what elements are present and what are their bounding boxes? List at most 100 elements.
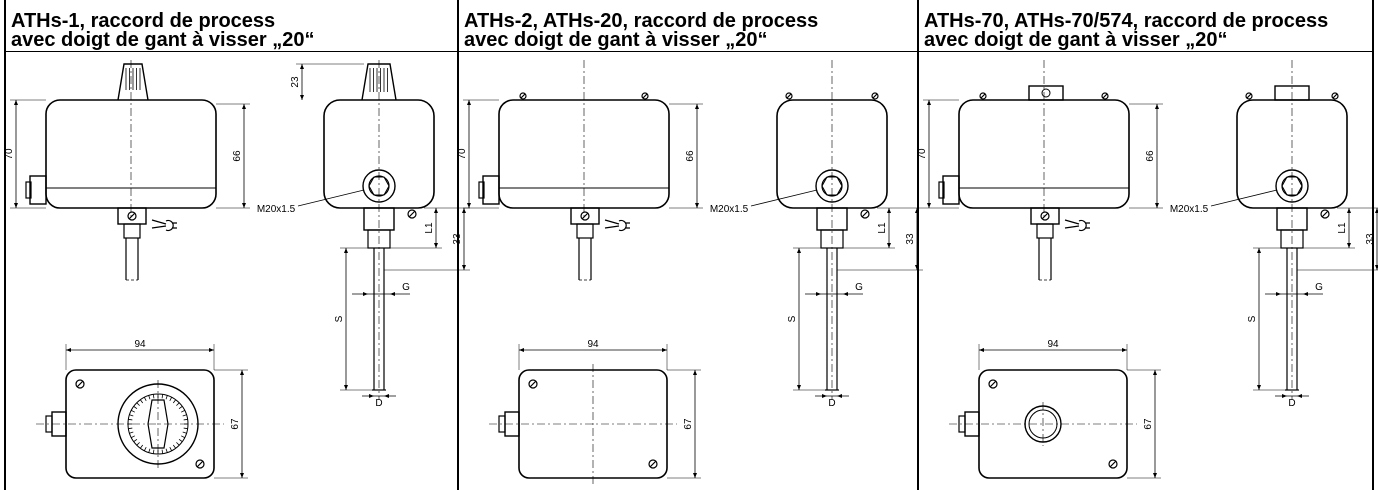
wrench-shape [604, 219, 630, 232]
dim-s-label: S [1247, 315, 1258, 322]
panel-aths-2: ATHs-2, ATHs-20, raccord de process avec… [457, 0, 923, 490]
dimension-arrow [693, 473, 697, 478]
thread [123, 223, 141, 239]
title-line-1: ATHs-70, ATHs-70/574, raccord de process [924, 10, 1329, 32]
dim-33-label: 33 [452, 233, 463, 245]
dimension-arrow [1153, 370, 1157, 375]
screw-icon [407, 209, 417, 219]
screw-icon [785, 92, 793, 100]
screw-slot [861, 210, 869, 218]
title-line-2: avec doigt de gant à visser „20“ [464, 29, 768, 51]
gland-hex [1281, 176, 1303, 196]
screw-icon [528, 379, 538, 389]
title-line-1: ATHs-2, ATHs-20, raccord de process [464, 10, 819, 32]
cable-gland [482, 175, 500, 205]
dial-tick [136, 442, 140, 446]
dimension-arrow [927, 203, 931, 208]
dimension-arrow [462, 208, 466, 213]
dimension-arrow [1375, 265, 1378, 270]
dimension-arrow [242, 104, 246, 109]
screw-slot [408, 210, 416, 218]
dimension-arrow [822, 394, 827, 398]
dial-tick [169, 446, 172, 451]
panel-aths-70: ATHs-70, ATHs-70/574, raccord de process… [917, 0, 1378, 490]
dial-tick [182, 414, 187, 417]
dimension-arrow [1375, 208, 1378, 213]
thread [1036, 223, 1054, 239]
dial-tick [183, 418, 188, 421]
screw-slot [1102, 93, 1108, 99]
screw-slot [128, 212, 136, 220]
dial-tick [148, 448, 151, 453]
dimension-arrow [1297, 394, 1302, 398]
dial-tick [161, 394, 164, 399]
cable-gland [942, 175, 960, 205]
dial-tick [180, 435, 185, 438]
screw-slot [649, 460, 657, 468]
side-thread [1280, 229, 1304, 249]
thread-leader [750, 189, 818, 207]
panel-aths-1: ATHs-1, raccord de process avec doigt de… [4, 0, 470, 490]
dial-tick [144, 446, 147, 451]
dimension-arrow [1155, 104, 1159, 109]
wrench-icon [1064, 219, 1090, 232]
dial-tick [176, 402, 180, 406]
dim-s-label: S [787, 315, 798, 322]
screw-icon [195, 459, 205, 469]
dimension-arrow [1282, 394, 1287, 398]
dimension-arrow [467, 203, 471, 208]
screw-icon [1101, 92, 1109, 100]
dimension-arrow [915, 265, 919, 270]
dial-tick [165, 448, 168, 453]
dial-tick [144, 397, 147, 402]
dimension-arrow [1122, 348, 1127, 352]
screw-slot [520, 93, 526, 99]
dial-tick [178, 438, 183, 442]
thread-label: M20x1.5 [257, 204, 296, 215]
cable-gland-nut [478, 181, 485, 199]
dimension-arrow [390, 292, 395, 296]
cable-gland-nut [25, 181, 32, 199]
dimension-arrow [467, 100, 471, 105]
gland-hex [368, 176, 390, 196]
dial-tick [176, 442, 180, 446]
dial-tick [133, 438, 138, 442]
dimension-arrow [242, 203, 246, 208]
dim-d-label: D [828, 398, 835, 409]
dial-knob [147, 399, 169, 449]
dim-width-label: 94 [1047, 339, 1059, 350]
screw-slot [581, 212, 589, 220]
dimension-arrow [14, 203, 18, 208]
gland-face [362, 169, 396, 203]
dim-knob-height-label: 23 [290, 76, 301, 88]
dim-s-label: S [334, 315, 345, 322]
dial-tick [140, 399, 144, 404]
wrench-icon [151, 219, 177, 232]
cable-gland [29, 175, 47, 205]
screw-slot [1041, 212, 1049, 220]
dial-tick [133, 406, 138, 410]
dial-tick [182, 431, 187, 434]
panel-title: ATHs-2, ATHs-20, raccord de process avec… [459, 0, 917, 52]
plug-pin [1041, 88, 1051, 98]
dim-33-label: 33 [1365, 233, 1376, 245]
dimension-arrow [1347, 243, 1351, 248]
dimension-arrow [434, 208, 438, 213]
dial-tick [180, 410, 185, 413]
wrench-shape [151, 219, 177, 232]
dim-g-label: G [402, 282, 410, 293]
screw-slot [1332, 93, 1338, 99]
screw-slot [529, 380, 537, 388]
screw-icon [1245, 92, 1253, 100]
dim-d-label: D [375, 398, 382, 409]
dimension-arrow [14, 100, 18, 105]
top-gland-nut [958, 415, 966, 433]
dimension-arrow [797, 385, 801, 390]
side-thread [820, 229, 844, 249]
dim-l1-label: L1 [424, 222, 435, 234]
dimension-arrow [1257, 248, 1261, 253]
